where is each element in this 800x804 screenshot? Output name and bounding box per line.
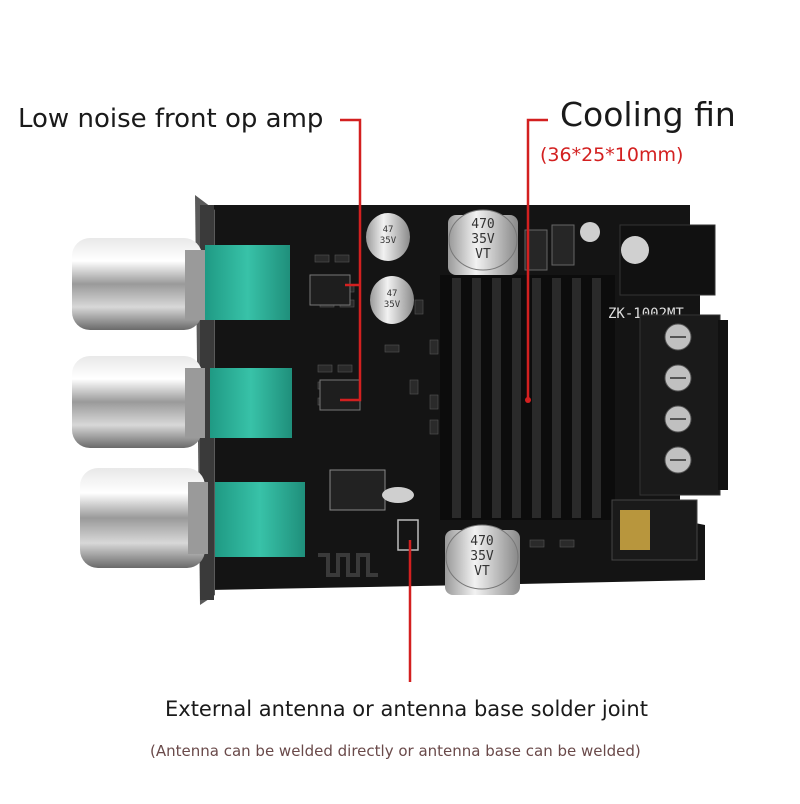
cooling-fin-size: (36*25*10mm) — [540, 144, 684, 166]
antenna-callout: External antenna or antenna base solder … — [165, 697, 648, 721]
volume-knob-top — [72, 238, 205, 330]
treble-knob-middle — [72, 356, 205, 448]
small-capacitor-1: 47 35V — [366, 213, 410, 261]
big-capacitor-bottom: 470 35V VT — [445, 524, 520, 595]
pcb-antenna-trace — [318, 553, 378, 577]
diode-1 — [524, 229, 548, 271]
annotation-lines — [340, 118, 548, 682]
bass-knob-bottom — [80, 468, 208, 568]
svg-text:35V: 35V — [384, 300, 401, 310]
capacitor-series: VT — [474, 564, 490, 579]
crystal-oscillator — [382, 487, 414, 503]
potentiometer-bottom — [215, 482, 305, 557]
potentiometer-top — [205, 245, 290, 320]
potentiometer-middle — [210, 368, 292, 438]
op-amp-callout: Low noise front op amp — [18, 104, 324, 134]
capacitor-value: 470 — [471, 217, 494, 232]
capacitor-value: 470 — [470, 534, 493, 549]
mounting-hole — [580, 222, 600, 242]
op-amp-chip-1 — [309, 274, 351, 306]
cooling-fin-callout: Cooling fin — [560, 95, 736, 134]
big-capacitor-top: 470 35V VT — [448, 209, 518, 275]
bluetooth-chip — [329, 469, 386, 511]
capacitor-series: VT — [475, 247, 491, 262]
svg-text:47: 47 — [387, 289, 398, 299]
capacitor-voltage: 35V — [470, 549, 494, 564]
op-amp-chip-2 — [319, 379, 361, 411]
screw-terminal-block — [639, 314, 728, 496]
svg-text:47: 47 — [383, 225, 394, 235]
antenna-solder-pad — [397, 519, 419, 551]
capacitor-voltage: 35V — [471, 232, 495, 247]
svg-text:35V: 35V — [380, 236, 397, 246]
diode-2 — [551, 224, 575, 266]
small-capacitor-2: 47 35V — [370, 276, 414, 324]
antenna-note: (Antenna can be welded directly or anten… — [150, 742, 641, 760]
